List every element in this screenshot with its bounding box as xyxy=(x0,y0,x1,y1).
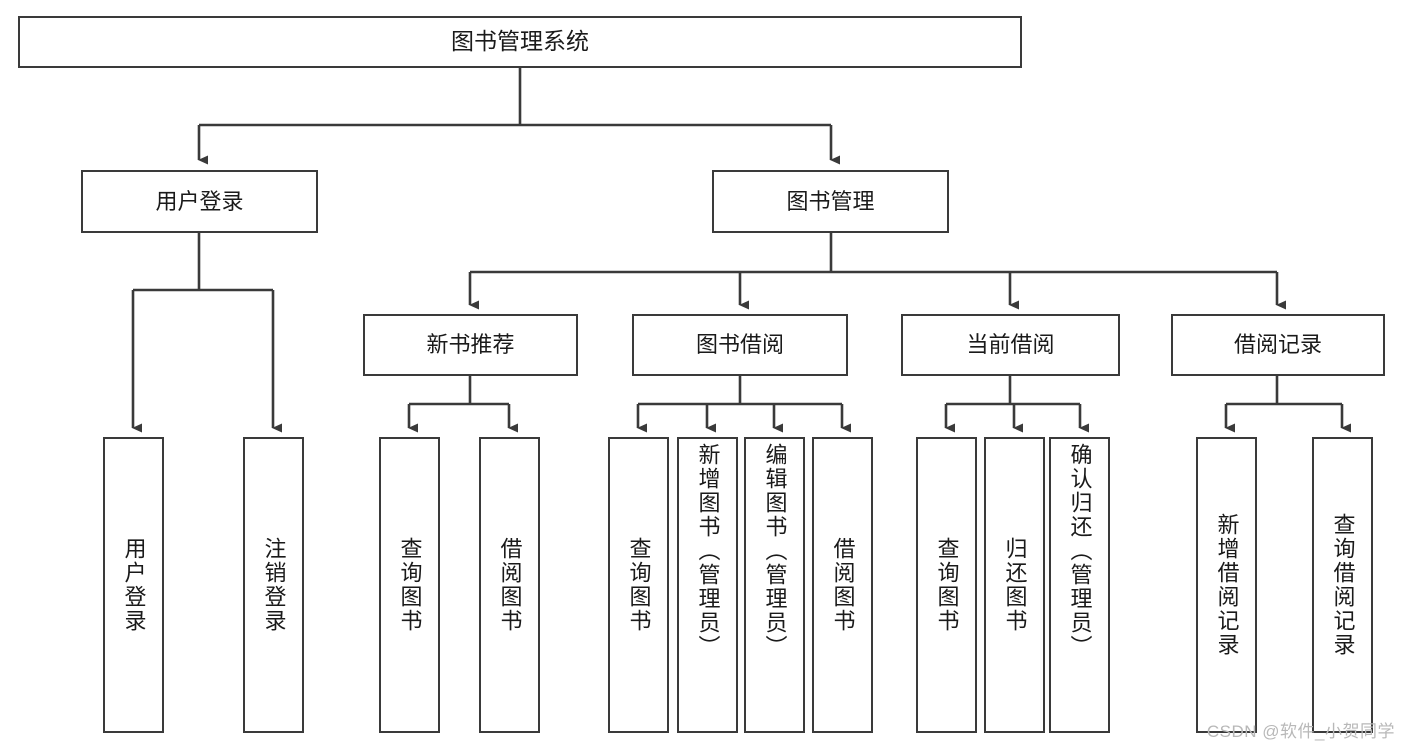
leaf-book-borrow-add[interactable]: 新增图书（管理员） xyxy=(677,437,738,733)
node-label: 用户登录 xyxy=(121,537,147,633)
node-user-login[interactable]: 用户登录 xyxy=(81,170,318,233)
node-root-system[interactable]: 图书管理系统 xyxy=(18,16,1022,68)
node-current-borrow[interactable]: 当前借阅 xyxy=(901,314,1120,376)
leaf-current-borrow-confirm-return[interactable]: 确认归还（管理员） xyxy=(1049,437,1110,733)
node-label: 确认归还（管理员） xyxy=(1067,443,1093,659)
node-label: 查询借阅记录 xyxy=(1330,513,1356,657)
node-book-management[interactable]: 图书管理 xyxy=(712,170,949,233)
node-label: 注销登录 xyxy=(261,537,287,633)
leaf-user-login-logout[interactable]: 注销登录 xyxy=(243,437,304,733)
leaf-book-borrow-borrow[interactable]: 借阅图书 xyxy=(812,437,873,733)
leaf-borrow-record-add[interactable]: 新增借阅记录 xyxy=(1196,437,1257,733)
leaf-borrow-record-query[interactable]: 查询借阅记录 xyxy=(1312,437,1373,733)
node-label: 查询图书 xyxy=(934,537,960,633)
node-label: 查询图书 xyxy=(626,537,652,633)
node-label: 用户登录 xyxy=(155,188,244,214)
node-label: 图书管理系统 xyxy=(451,28,589,55)
node-label: 借阅图书 xyxy=(830,537,856,633)
leaf-user-login-login[interactable]: 用户登录 xyxy=(103,437,164,733)
leaf-new-book-borrow[interactable]: 借阅图书 xyxy=(479,437,540,733)
node-label: 图书借阅 xyxy=(695,332,784,358)
node-label: 当前借阅 xyxy=(966,332,1055,358)
node-label: 归还图书 xyxy=(1002,537,1028,633)
node-label: 图书管理 xyxy=(786,188,875,214)
node-label: 新增图书（管理员） xyxy=(695,443,721,659)
leaf-current-borrow-return[interactable]: 归还图书 xyxy=(984,437,1045,733)
node-label: 借阅图书 xyxy=(497,537,523,633)
leaf-current-borrow-query[interactable]: 查询图书 xyxy=(916,437,977,733)
node-label: 借阅记录 xyxy=(1233,332,1322,358)
node-label: 查询图书 xyxy=(397,537,423,633)
node-label: 编辑图书（管理员） xyxy=(762,443,788,659)
node-label: 新书推荐 xyxy=(426,332,515,358)
node-label: 新增借阅记录 xyxy=(1214,513,1240,657)
leaf-book-borrow-edit[interactable]: 编辑图书（管理员） xyxy=(744,437,805,733)
leaf-book-borrow-query[interactable]: 查询图书 xyxy=(608,437,669,733)
node-book-borrow[interactable]: 图书借阅 xyxy=(632,314,848,376)
node-borrow-record[interactable]: 借阅记录 xyxy=(1171,314,1385,376)
node-new-book-recommend[interactable]: 新书推荐 xyxy=(363,314,578,376)
leaf-new-book-query[interactable]: 查询图书 xyxy=(379,437,440,733)
